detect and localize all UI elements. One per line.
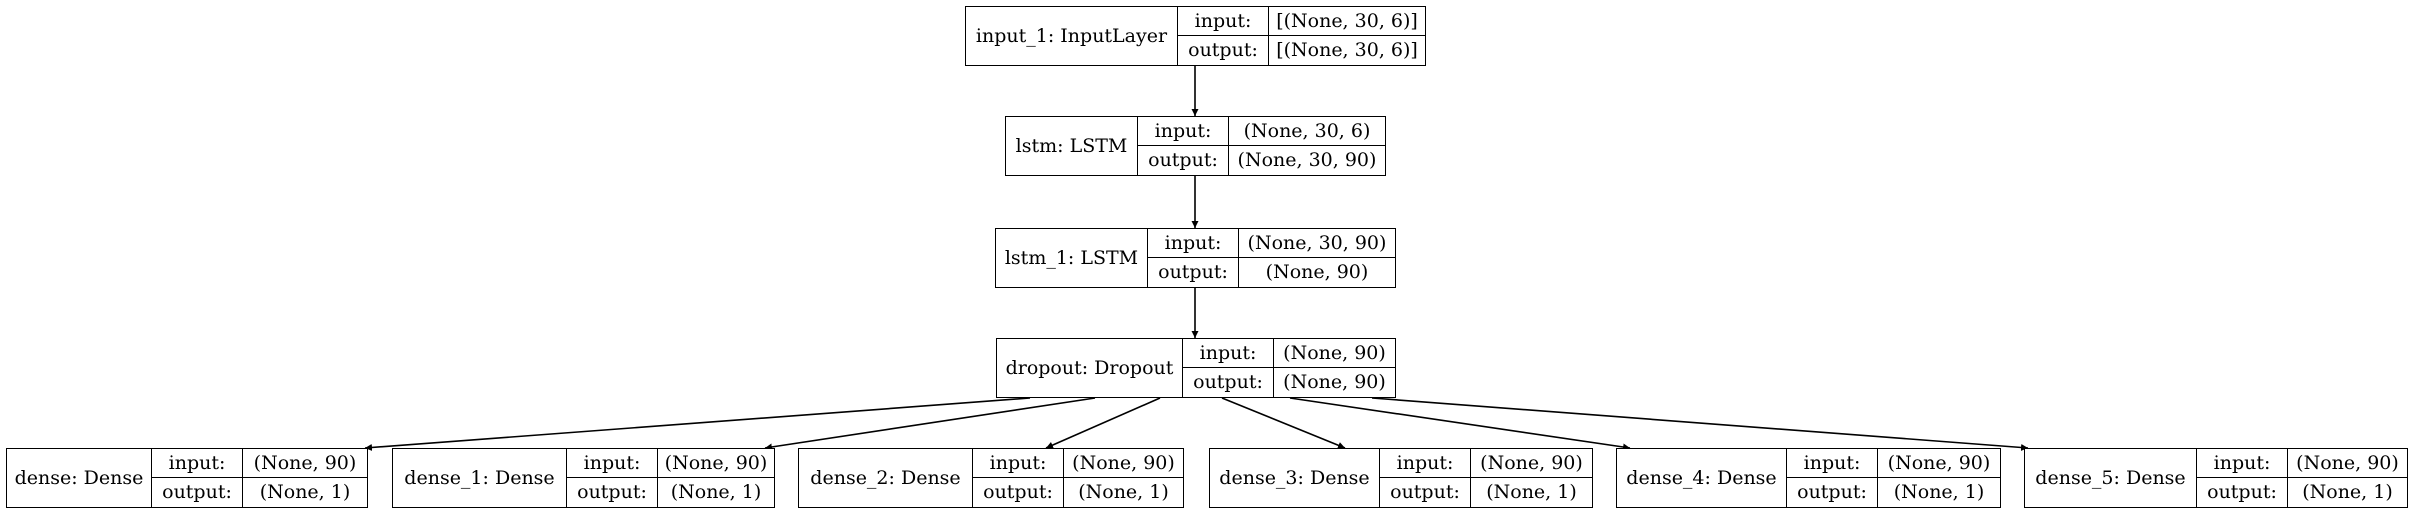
output-label: output:	[1138, 146, 1229, 175]
edge-dropout-to-dense_2	[1045, 397, 1161, 449]
input-label: input:	[1380, 449, 1471, 478]
output-label: output:	[1183, 368, 1274, 397]
output-label: output:	[1148, 258, 1239, 287]
layer-name: lstm_1: LSTM	[996, 229, 1148, 287]
output-label: output:	[973, 478, 1064, 507]
input-shape: (None, 90)	[1274, 339, 1395, 368]
input-shape: (None, 90)	[1064, 449, 1183, 478]
output-label: output:	[1178, 36, 1269, 65]
input-label: input:	[973, 449, 1064, 478]
output-shape: (None, 90)	[1283, 371, 1386, 393]
output-label: output:	[2197, 478, 2288, 507]
input-shape: (None, 90)	[658, 449, 774, 478]
output-shape: (None, 30, 90)	[1237, 149, 1377, 171]
edge-dropout-to-dense_5	[1371, 397, 2029, 451]
edge-dropout-to-dense	[364, 397, 1031, 451]
edge-dropout-to-dense_3	[1221, 397, 1346, 449]
layer-name: input_1: InputLayer	[966, 7, 1178, 65]
output-label: output:	[1380, 478, 1471, 507]
output-label: output:	[152, 478, 243, 507]
edge-dropout-to-dense_4	[1289, 397, 1631, 451]
output-shape: (None, 1)	[2302, 481, 2393, 503]
input-label: input:	[152, 449, 243, 478]
layer-name: dense_3: Dense	[1210, 449, 1380, 507]
layer-name: dense: Dense	[7, 449, 152, 507]
input-shape: (None, 30, 6)	[1229, 117, 1385, 146]
input-shape: (None, 30, 90)	[1239, 229, 1395, 258]
edge-dropout-to-dense_1	[764, 397, 1096, 451]
input-label: input:	[1148, 229, 1239, 258]
layer-name: dense_5: Dense	[2025, 449, 2197, 507]
layer-name: dense_2: Dense	[799, 449, 973, 507]
input-shape: (None, 90)	[2288, 449, 2407, 478]
input-label: input:	[1138, 117, 1229, 146]
input-label: input:	[1183, 339, 1274, 368]
output-shape: (None, 1)	[1893, 481, 1985, 503]
input-shape: (None, 90)	[1471, 449, 1592, 478]
input-label: input:	[1178, 7, 1269, 36]
output-shape: (None, 90)	[1265, 261, 1369, 283]
input-label: input:	[1787, 449, 1878, 478]
output-label: output:	[567, 478, 658, 507]
input-label: input:	[2197, 449, 2288, 478]
output-shape: [(None, 30, 6)]	[1276, 39, 1418, 61]
layer-name: dropout: Dropout	[997, 339, 1183, 397]
input-label: input:	[567, 449, 658, 478]
input-shape: (None, 90)	[243, 449, 367, 478]
layer-name: dense_1: Dense	[393, 449, 567, 507]
input-shape: [(None, 30, 6)]	[1269, 7, 1425, 36]
layer-name: lstm: LSTM	[1006, 117, 1138, 175]
layer-name: dense_4: Dense	[1617, 449, 1787, 507]
output-shape: (None, 1)	[1486, 481, 1577, 503]
output-shape: (None, 1)	[259, 481, 351, 503]
output-shape: (None, 1)	[670, 481, 762, 503]
output-label: output:	[1787, 478, 1878, 507]
output-shape: (None, 1)	[1078, 481, 1169, 503]
input-shape: (None, 90)	[1878, 449, 2000, 478]
